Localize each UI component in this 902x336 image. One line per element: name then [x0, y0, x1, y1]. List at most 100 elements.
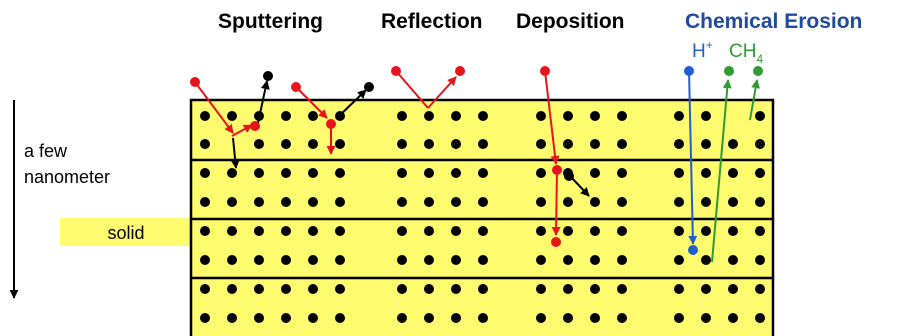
- lattice-atom: [451, 255, 461, 265]
- incident-ion: [326, 119, 336, 129]
- lattice-atom: [281, 284, 291, 294]
- lattice-atom: [451, 111, 461, 121]
- lattice-atom: [397, 168, 407, 178]
- lattice-atom: [536, 313, 546, 323]
- lattice-atom: [728, 313, 738, 323]
- lattice-atom: [701, 284, 711, 294]
- lattice-atom: [335, 255, 345, 265]
- lattice-atom: [590, 139, 600, 149]
- heading-chemical-erosion: Chemical Erosion: [685, 10, 862, 33]
- lattice-atom: [755, 284, 765, 294]
- lattice-atom: [755, 111, 765, 121]
- lattice-atom: [397, 226, 407, 236]
- solid-label: solid: [107, 223, 144, 243]
- lattice-atom: [478, 168, 488, 178]
- lattice-atom: [281, 197, 291, 207]
- lattice-atom: [227, 255, 237, 265]
- species-label-hydrogen-ion: H+: [692, 38, 713, 62]
- lattice-atom: [701, 255, 711, 265]
- incident-ion: [250, 121, 260, 131]
- lattice-atom: [617, 255, 627, 265]
- methane-path: [749, 79, 761, 121]
- incident-ion: [291, 82, 301, 92]
- lattice-atom: [728, 255, 738, 265]
- lattice-atom: [755, 168, 765, 178]
- lattice-atom: [281, 255, 291, 265]
- lattice-atom: [755, 255, 765, 265]
- hydrogen-charge: +: [706, 38, 713, 52]
- reflected-ion-path: [427, 76, 457, 109]
- lattice-atom: [590, 226, 600, 236]
- sputtering-process: [190, 71, 374, 169]
- lattice-atom: [281, 139, 291, 149]
- species-label-methane: CH4: [729, 41, 763, 66]
- lattice-atom: [563, 139, 573, 149]
- lattice-atom: [308, 313, 318, 323]
- lattice-atom: [536, 139, 546, 149]
- lattice-atom: [478, 111, 488, 121]
- lattice-atom: [563, 284, 573, 294]
- lattice-atom: [451, 313, 461, 323]
- lattice-atom: [617, 168, 627, 178]
- incident-ion: [540, 66, 550, 76]
- incident-ion: [552, 165, 562, 175]
- methane-symbol: CH: [729, 41, 756, 62]
- lattice-atom: [254, 226, 264, 236]
- incident-ion-path: [395, 70, 429, 109]
- lattice-atom: [424, 313, 434, 323]
- hydrogen-symbol: H: [692, 41, 706, 62]
- lattice-atom: [701, 313, 711, 323]
- lattice-atom: [281, 168, 291, 178]
- lattice-atom: [674, 197, 684, 207]
- lattice-atom: [478, 313, 488, 323]
- chemical-erosion-process: [684, 66, 763, 263]
- lattice-atom: [563, 197, 573, 207]
- sputtered-atom: [364, 82, 374, 92]
- methane-molecule: [753, 66, 763, 76]
- lattice-atom: [227, 168, 237, 178]
- lattice-atom: [563, 255, 573, 265]
- lattice-atom: [674, 284, 684, 294]
- lattice-atom: [674, 111, 684, 121]
- lattice-atom: [728, 197, 738, 207]
- reflection-process: [391, 66, 465, 109]
- lattice-atom: [200, 226, 210, 236]
- solid-label-box: [60, 218, 192, 246]
- lattice-atom: [200, 168, 210, 178]
- lattice-atom: [536, 168, 546, 178]
- sputtered-atom-path: [335, 89, 367, 120]
- lattice-atom: [254, 255, 264, 265]
- lattice-atom: [227, 197, 237, 207]
- lattice-atom: [424, 197, 434, 207]
- lattice-atom: [478, 284, 488, 294]
- lattice-atom: [397, 255, 407, 265]
- incident-ion-path: [194, 81, 234, 134]
- lattice-atom: [254, 284, 264, 294]
- lattice-atom: [254, 139, 264, 149]
- lattice-atom: [451, 197, 461, 207]
- lattice-atom: [335, 313, 345, 323]
- hydrogen-ion-path: [688, 70, 698, 245]
- lattice-atom: [254, 313, 264, 323]
- methane-molecule: [724, 66, 734, 76]
- lattice-atom: [227, 284, 237, 294]
- lattice-atom: [424, 168, 434, 178]
- lattice-atom: [478, 255, 488, 265]
- incident-ion-path: [544, 70, 560, 165]
- displaced-atom: [564, 171, 574, 181]
- lattice-atom: [478, 197, 488, 207]
- lattice-atom: [617, 197, 627, 207]
- lattice-atom: [200, 139, 210, 149]
- lattice-atom: [617, 313, 627, 323]
- lattice-atom: [617, 139, 627, 149]
- atom-lattice: [200, 111, 765, 323]
- lattice-atom: [227, 313, 237, 323]
- lattice-atom: [536, 197, 546, 207]
- lattice-atom: [424, 255, 434, 265]
- lattice-atom: [281, 313, 291, 323]
- deposition-process: [540, 66, 590, 247]
- lattice-atom: [617, 226, 627, 236]
- lattice-atom: [200, 284, 210, 294]
- lattice-atom: [701, 111, 711, 121]
- lattice-atom: [335, 197, 345, 207]
